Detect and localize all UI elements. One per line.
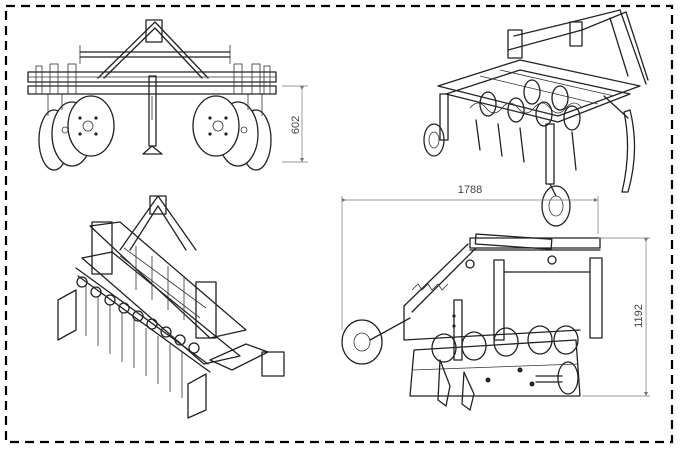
front-view-height-label: 602	[290, 116, 302, 134]
front-view-drawing	[27, 19, 277, 171]
side-view-width-label: 1788	[458, 184, 482, 196]
side-view-width-dimension	[341, 196, 599, 330]
dashed-frame	[4, 4, 674, 444]
side-view-height-label: 1192	[633, 304, 645, 328]
side-view-drawing	[341, 233, 603, 411]
harrow-view-drawing	[57, 195, 285, 419]
front-view-height-dimension	[282, 85, 308, 163]
iso-view-drawing	[423, 9, 649, 227]
side-view-height-dimension	[582, 237, 650, 397]
